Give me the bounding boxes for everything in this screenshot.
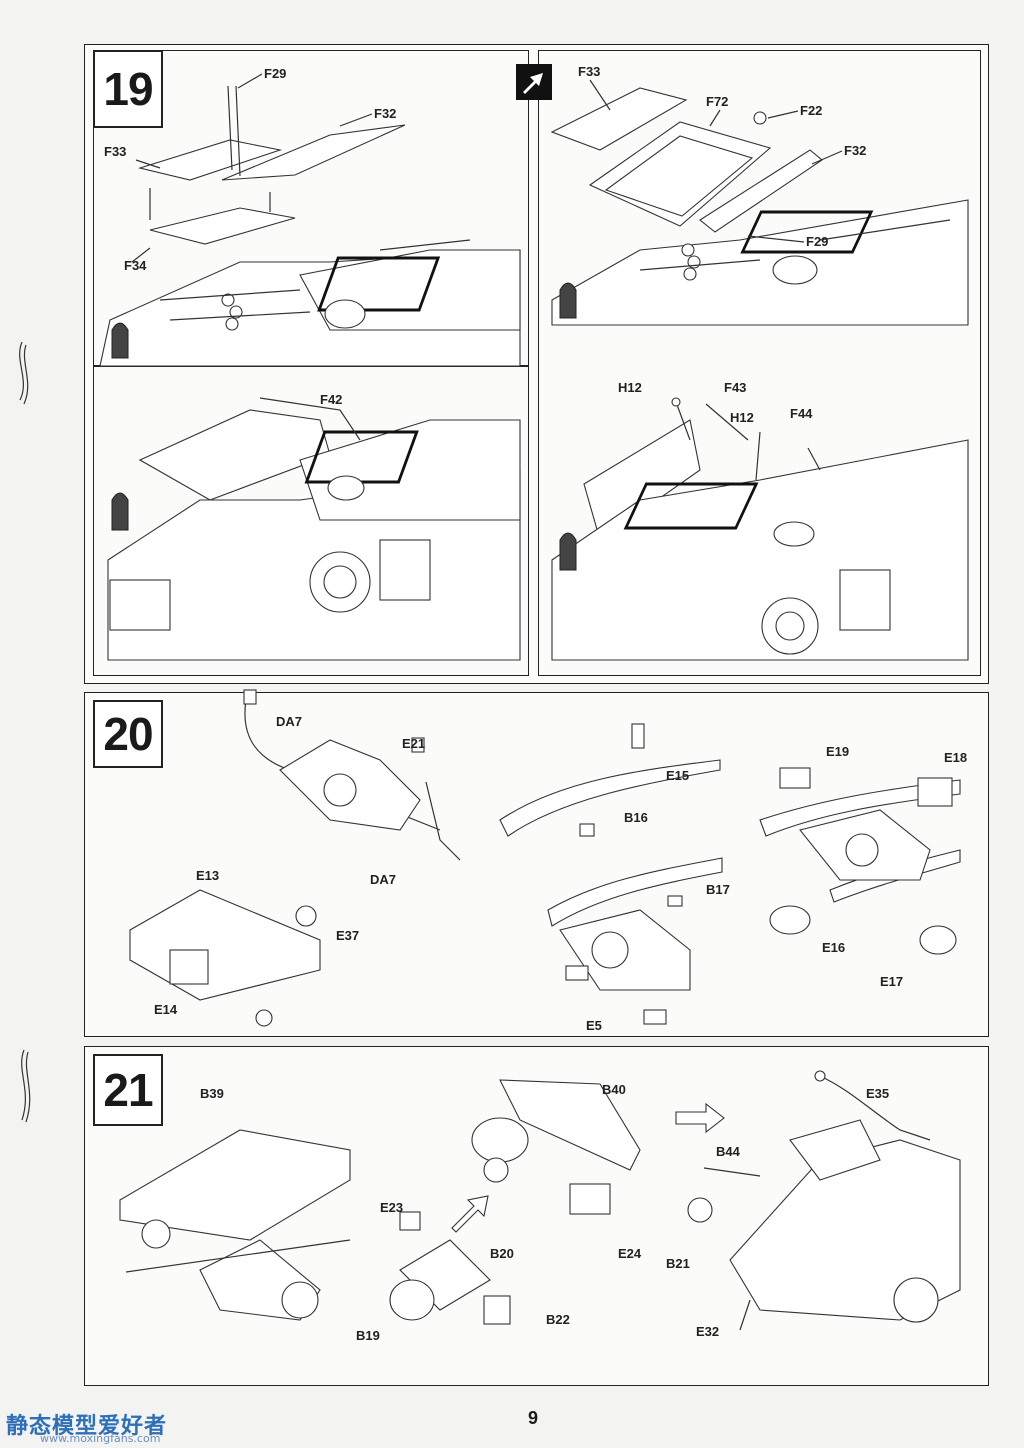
step19-panel-a-labels: F29 F32 F33 F34 bbox=[104, 66, 396, 273]
part-label: B39 bbox=[200, 1086, 224, 1101]
part-label: E23 bbox=[380, 1200, 403, 1215]
part-label: F34 bbox=[124, 258, 147, 273]
watermark-title: 静态模型爱好者 bbox=[6, 1414, 168, 1439]
part-label: E18 bbox=[944, 750, 967, 765]
part-label: B17 bbox=[706, 882, 730, 897]
step19-panel-c-drawing bbox=[107, 397, 521, 661]
part-label: H12 bbox=[618, 380, 642, 395]
arrow-up-right-icon bbox=[451, 1195, 489, 1233]
step19-panel-b-labels: F33 F72 F22 F32 F29 bbox=[578, 64, 866, 249]
part-label: F32 bbox=[844, 143, 866, 158]
part-label: E16 bbox=[822, 940, 845, 955]
step19-panel-a-drawing bbox=[99, 85, 521, 367]
part-label: F33 bbox=[578, 64, 600, 79]
part-label: E14 bbox=[154, 1002, 178, 1017]
part-label: E24 bbox=[618, 1246, 642, 1261]
part-label: DA7 bbox=[276, 714, 302, 729]
watermark-url: www.moxingfans.com bbox=[40, 1432, 161, 1445]
step19-panel-d-labels: H12 F43 H12 F44 bbox=[618, 380, 813, 425]
part-label: F72 bbox=[706, 94, 728, 109]
arrow-right-icon bbox=[675, 1102, 725, 1134]
alternative-icon bbox=[516, 64, 552, 100]
part-label: E35 bbox=[866, 1086, 889, 1101]
step19-panel-d-drawing bbox=[551, 397, 969, 661]
part-label: F22 bbox=[800, 103, 822, 118]
part-label: F44 bbox=[790, 406, 813, 421]
part-label: B16 bbox=[624, 810, 648, 825]
part-label: E37 bbox=[336, 928, 359, 943]
part-label: B22 bbox=[546, 1312, 570, 1327]
part-label: E19 bbox=[826, 744, 849, 759]
step21-drawing bbox=[119, 1070, 961, 1331]
step-number: 19 bbox=[93, 50, 163, 128]
part-label: B21 bbox=[666, 1256, 690, 1271]
step20-drawing bbox=[129, 689, 961, 1027]
part-label: B44 bbox=[716, 1144, 741, 1159]
part-label: F32 bbox=[374, 106, 396, 121]
part-label: E13 bbox=[196, 868, 219, 883]
part-label: E5 bbox=[586, 1018, 602, 1033]
part-label: F29 bbox=[806, 234, 828, 249]
part-label: F43 bbox=[724, 380, 746, 395]
step21-labels: B39 B40 E23 B20 B19 B22 E24 E35 B44 B21 … bbox=[200, 1082, 889, 1343]
step-number: 21 bbox=[93, 1054, 163, 1126]
part-label: B20 bbox=[490, 1246, 514, 1261]
part-label: DA7 bbox=[370, 872, 396, 887]
part-label: F42 bbox=[320, 392, 342, 407]
step19-panel-b-drawing bbox=[550, 87, 969, 326]
part-label: E32 bbox=[696, 1324, 719, 1339]
page-number: 9 bbox=[528, 1408, 539, 1428]
step-number: 20 bbox=[93, 700, 163, 768]
step20-labels: DA7 E21 DA7 E13 E37 E14 E15 B16 B17 E5 E… bbox=[154, 714, 967, 1033]
step19-panel-c-labels: F42 bbox=[320, 392, 342, 407]
part-label: H12 bbox=[730, 410, 754, 425]
part-label: F33 bbox=[104, 144, 126, 159]
part-label: E15 bbox=[666, 768, 689, 783]
part-label: E21 bbox=[402, 736, 425, 751]
part-label: E17 bbox=[880, 974, 903, 989]
part-label: F29 bbox=[264, 66, 286, 81]
part-label: B19 bbox=[356, 1328, 380, 1343]
part-label: B40 bbox=[602, 1082, 626, 1097]
